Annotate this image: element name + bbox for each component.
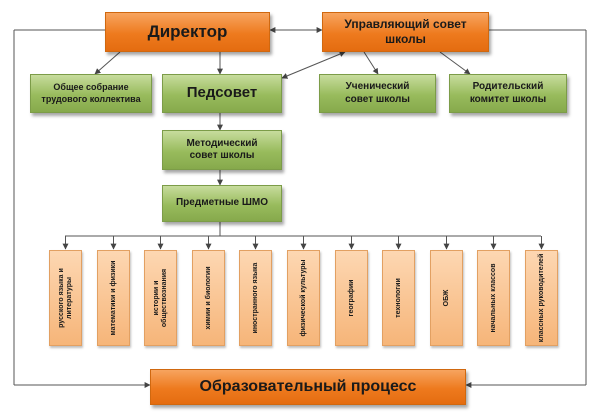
shmo-box: технологии (382, 250, 415, 346)
methodical-council-box: Методический совет школы (162, 130, 282, 170)
shmo-label: географии (347, 279, 355, 317)
shmo-box: географии (335, 250, 368, 346)
shmo-label: русского языка и литературы (57, 268, 73, 328)
director-label: Директор (147, 22, 228, 42)
student-council-label: Ученический совет школы (345, 81, 410, 105)
educational-process-box: Образовательный процесс (150, 369, 466, 405)
general-meeting-box: Общее собрание трудового коллектива (30, 74, 152, 113)
subject-shmo-box: Предметные ШМО (162, 185, 282, 222)
subject-shmo-label: Предметные ШМО (175, 197, 268, 209)
shmo-label: классных руководителей (537, 253, 545, 343)
educational-process-label: Образовательный процесс (199, 378, 417, 395)
shmo-box: классных руководителей (525, 250, 558, 346)
shmo-label: физической культуры (299, 259, 307, 337)
shmo-label: технологии (394, 278, 402, 318)
pedsovet-box: Педсовет (162, 74, 282, 113)
shmo-box: ОБЖ (430, 250, 463, 346)
general-meeting-label: Общее собрание трудового коллектива (41, 82, 141, 104)
shmo-label: математики и физики (109, 260, 117, 336)
shmo-box: иностранного языка (239, 250, 272, 346)
pedsovet-label: Педсовет (186, 84, 258, 102)
shmo-label: ОБЖ (442, 289, 450, 307)
managing-council-label: Управляющий совет школы (344, 17, 467, 46)
student-council-box: Ученический совет школы (319, 74, 436, 113)
shmo-box: физической культуры (287, 250, 320, 346)
shmo-box: математики и физики (97, 250, 130, 346)
shmo-label: химии и биологии (204, 266, 212, 330)
parent-committee-box: Родительский комитет школы (449, 74, 567, 113)
parent-committee-label: Родительский комитет школы (469, 81, 547, 105)
director-box: Директор (105, 12, 270, 52)
shmo-box: химии и биологии (192, 250, 225, 346)
managing-council-box: Управляющий совет школы (322, 12, 489, 52)
shmo-box: начальных классов (477, 250, 510, 346)
shmo-box: истории и обществознания (144, 250, 177, 346)
shmo-label: истории и обществознания (152, 268, 168, 328)
methodical-council-label: Методический совет школы (186, 137, 258, 162)
shmo-label: иностранного языка (251, 262, 259, 334)
shmo-label: начальных классов (489, 263, 497, 333)
shmo-box: русского языка и литературы (49, 250, 82, 346)
